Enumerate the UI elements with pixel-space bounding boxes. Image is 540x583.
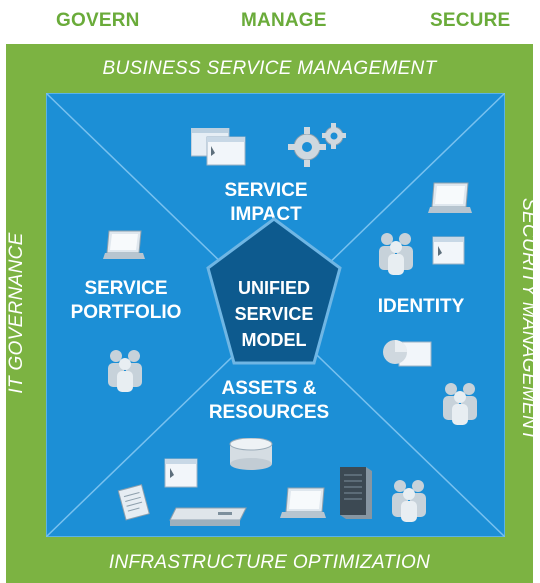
assets-resources-line1: ASSETS & bbox=[221, 378, 317, 399]
blue-square: SERVICE IMPACT SERVICE PORTFOLIO IDENTIT… bbox=[46, 93, 505, 537]
frame-bottom-label: INFRASTRUCTURE OPTIMIZATION bbox=[108, 552, 431, 573]
server-icon bbox=[169, 507, 247, 526]
identity-label: IDENTITY bbox=[366, 295, 476, 319]
frame-right-label: SECURITY MANAGEMENT bbox=[518, 198, 539, 441]
govern-label: GOVERN bbox=[56, 10, 140, 31]
window-icon bbox=[432, 236, 465, 265]
window-icon bbox=[164, 458, 198, 488]
pie-chart-icon bbox=[383, 340, 432, 367]
people-icon bbox=[108, 350, 142, 392]
document-icon bbox=[117, 484, 150, 521]
service-portfolio-line2: PORTFOLIO bbox=[70, 302, 182, 323]
window-icon bbox=[191, 128, 246, 166]
laptop-icon bbox=[103, 230, 145, 259]
people-icon bbox=[392, 480, 426, 522]
center-pentagon bbox=[206, 217, 342, 365]
people-icon bbox=[379, 233, 413, 275]
identity-line1: IDENTITY bbox=[377, 296, 465, 317]
service-impact-line2: IMPACT bbox=[230, 204, 302, 225]
database-icon bbox=[229, 438, 273, 470]
center-line1: UNIFIED bbox=[238, 278, 310, 298]
service-impact-label: SERVICE IMPACT bbox=[206, 179, 326, 227]
laptop-icon bbox=[428, 182, 472, 213]
unified-service-model-label: UNIFIED SERVICE MODEL bbox=[214, 275, 334, 353]
laptop-icon bbox=[280, 487, 326, 518]
frame-left-label: IT GOVERNANCE bbox=[6, 232, 27, 394]
people-icon bbox=[443, 383, 477, 425]
service-impact-line1: SERVICE bbox=[224, 180, 308, 201]
frame-top-label: BUSINESS SERVICE MANAGEMENT bbox=[102, 58, 437, 79]
top-header: GOVERN MANAGE SECURE bbox=[0, 0, 540, 44]
center-line3: MODEL bbox=[241, 330, 307, 350]
gear-icon bbox=[288, 123, 346, 167]
assets-resources-label: ASSETS & RESOURCES bbox=[204, 377, 334, 425]
center-line2: SERVICE bbox=[234, 304, 314, 324]
server-icon bbox=[340, 467, 372, 519]
secure-label: SECURE bbox=[430, 10, 511, 31]
manage-label: MANAGE bbox=[241, 10, 327, 31]
assets-resources-line2: RESOURCES bbox=[208, 402, 330, 423]
service-portfolio-label: SERVICE PORTFOLIO bbox=[66, 277, 186, 325]
service-portfolio-line1: SERVICE bbox=[84, 278, 168, 299]
